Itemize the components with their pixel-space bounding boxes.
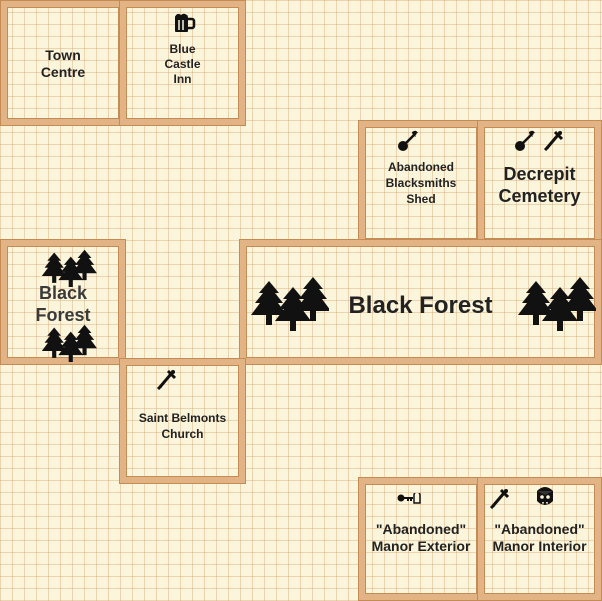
key-icon xyxy=(397,491,421,510)
sword-icon xyxy=(543,129,565,156)
room-label: "Abandoned" Manor Exterior xyxy=(371,521,471,554)
room-label: Decrepit Cemetery xyxy=(498,164,581,206)
room-label: Abandoned Blacksmiths Shed xyxy=(385,160,457,206)
room-label: Town Centre xyxy=(40,47,86,80)
vampire-icon xyxy=(534,485,556,514)
torch-icon xyxy=(396,129,420,158)
room-label: Saint Belmonts Church xyxy=(138,411,227,441)
room-town-centre[interactable]: Town Centre xyxy=(0,0,126,126)
torch-icon xyxy=(513,129,537,158)
pine-trees-icon xyxy=(39,322,97,367)
room-label: "Abandoned" Manor Interior xyxy=(492,521,587,554)
room-decrepit-cemetery[interactable]: Decrepit Cemetery xyxy=(477,120,602,246)
room-black-forest-east[interactable]: Black Forest xyxy=(239,239,602,365)
room-manor-interior[interactable]: "Abandoned" Manor Interior xyxy=(477,477,602,601)
room-label: Blue Castle Inn xyxy=(164,42,201,86)
room-saint-belmonts-church[interactable]: Saint Belmonts Church xyxy=(119,358,246,484)
beer-mug-icon xyxy=(172,12,196,39)
room-label: Black Forest xyxy=(35,283,91,325)
room-manor-exterior[interactable]: "Abandoned" Manor Exterior xyxy=(358,477,484,601)
room-blue-castle-inn[interactable]: Blue Castle Inn xyxy=(119,0,246,126)
room-label: Black Forest xyxy=(348,292,493,319)
room-abandoned-blacksmiths-shed[interactable]: Abandoned Blacksmiths Shed xyxy=(358,120,484,246)
sword-icon xyxy=(156,368,178,395)
room-black-forest-west[interactable]: Black Forest xyxy=(0,239,126,365)
sword-icon xyxy=(489,487,511,514)
